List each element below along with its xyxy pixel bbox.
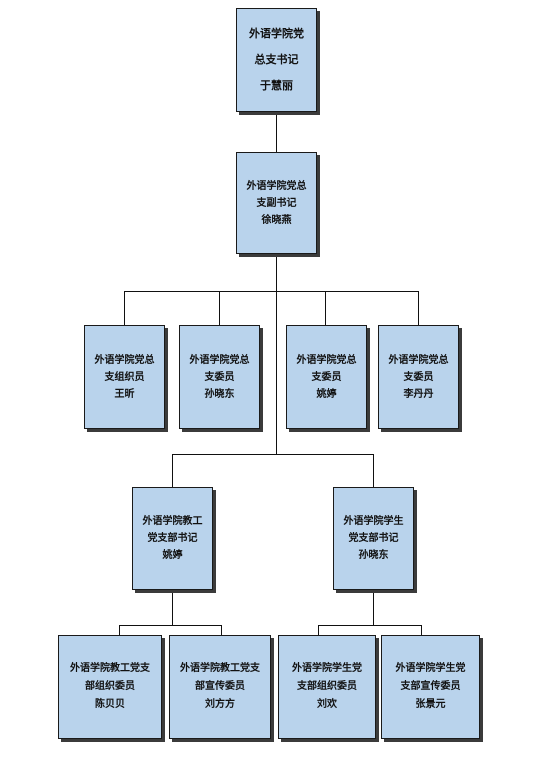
connector-branch-bar	[172, 454, 374, 455]
node-faculty-publicity-member-title-line-2: 部宣传委员	[195, 681, 245, 692]
node-student-branch-secretary-title-line-1: 外语学院学生	[343, 516, 404, 527]
node-faculty-publicity-member-name: 刘方方	[205, 699, 235, 710]
node-student-organization-member-title-line-1: 外语学院学生党	[292, 663, 362, 674]
connector-drop-committee-li	[418, 291, 419, 325]
node-party-secretary-title-line-1: 外语学院党	[249, 27, 304, 40]
connector-deputy-trunk	[276, 254, 277, 454]
node-organization-member-title-line-1: 外语学院党总	[94, 354, 155, 366]
connector-drop-faculty-organization	[119, 625, 120, 635]
node-committee-member-li: 外语学院党总 支委员 李丹丹	[378, 325, 459, 429]
node-deputy-secretary-title-line-2: 支副书记	[256, 197, 297, 209]
connector-drop-faculty-branch	[172, 454, 173, 487]
connector-drop-committee-yao	[325, 291, 326, 325]
node-faculty-branch-secretary-title-line-1: 外语学院教工	[142, 516, 203, 527]
node-committee-member-li-title-line-2: 支委员	[403, 371, 434, 383]
connector-drop-student-branch	[373, 454, 374, 487]
node-party-secretary-title-line-2: 总支书记	[254, 53, 299, 66]
node-party-secretary-name: 于慧丽	[260, 79, 293, 92]
node-organization-member-title-line-2: 支组织员	[104, 371, 145, 383]
connector-drop-organization-member	[124, 291, 125, 325]
connector-student-members-bar	[318, 625, 422, 626]
node-faculty-branch-secretary: 外语学院教工 党支部书记 姚婷	[132, 487, 213, 590]
node-faculty-organization-member: 外语学院教工党支 部组织委员 陈贝贝	[58, 635, 162, 739]
node-party-secretary: 外语学院党 总支书记 于慧丽	[236, 8, 317, 112]
connector-faculty-members-bar	[119, 625, 222, 626]
node-faculty-publicity-member-title-line-1: 外语学院教工党支	[180, 663, 260, 674]
node-student-branch-secretary-title-line-2: 党支部书记	[348, 533, 399, 544]
connector-faculty-branch-down	[172, 590, 173, 625]
node-faculty-organization-member-name: 陈贝贝	[95, 699, 125, 710]
connector-student-branch-down	[373, 590, 374, 625]
node-student-publicity-member-title-line-1: 外语学院学生党	[395, 663, 466, 674]
node-committee-member-sun: 外语学院党总 支委员 孙晓东	[179, 325, 260, 429]
node-committee-member-yao: 外语学院党总 支委员 姚婷	[286, 325, 367, 429]
connector-drop-committee-sun	[219, 291, 220, 325]
node-committee-member-sun-name: 孙晓东	[204, 388, 235, 400]
node-committee-member-li-title-line-1: 外语学院党总	[388, 354, 449, 366]
node-committee-member-li-name: 李丹丹	[403, 388, 434, 400]
node-student-organization-member-name: 刘欢	[317, 699, 337, 710]
node-committee-member-yao-title-line-1: 外语学院党总	[296, 354, 357, 366]
node-student-branch-secretary-name: 孙晓东	[358, 550, 389, 561]
node-student-branch-secretary: 外语学院学生 党支部书记 孙晓东	[333, 487, 414, 590]
node-committee-member-yao-title-line-2: 支委员	[311, 371, 342, 383]
node-student-publicity-member: 外语学院学生党 支部宣传委员 张景元	[381, 635, 480, 739]
node-student-publicity-member-title-line-2: 支部宣传委员	[400, 681, 461, 692]
node-deputy-secretary-name: 徐晓燕	[261, 214, 292, 226]
node-organization-member-name: 王昕	[114, 388, 135, 400]
connector-secretary-to-deputy	[276, 112, 277, 152]
node-faculty-organization-member-title-line-1: 外语学院教工党支	[70, 663, 150, 674]
node-student-organization-member-title-line-2: 支部组织委员	[297, 681, 357, 692]
node-faculty-branch-secretary-title-line-2: 党支部书记	[147, 533, 198, 544]
connector-drop-student-organization	[318, 625, 319, 635]
node-faculty-organization-member-title-line-2: 部组织委员	[85, 681, 135, 692]
node-deputy-secretary-title-line-1: 外语学院党总	[246, 180, 307, 192]
node-faculty-branch-secretary-name: 姚婷	[162, 550, 183, 561]
node-student-organization-member: 外语学院学生党 支部组织委员 刘欢	[278, 635, 376, 739]
connector-drop-student-publicity	[421, 625, 422, 635]
node-student-publicity-member-name: 张景元	[415, 699, 446, 710]
connector-committee-bar	[124, 291, 419, 292]
node-committee-member-sun-title-line-2: 支委员	[204, 371, 235, 383]
node-organization-member: 外语学院党总 支组织员 王昕	[84, 325, 165, 429]
node-committee-member-sun-title-line-1: 外语学院党总	[189, 354, 250, 366]
connector-drop-faculty-publicity	[221, 625, 222, 635]
node-committee-member-yao-name: 姚婷	[316, 388, 337, 400]
node-deputy-secretary: 外语学院党总 支副书记 徐晓燕	[236, 152, 317, 254]
node-faculty-publicity-member: 外语学院教工党支 部宣传委员 刘方方	[169, 635, 271, 739]
